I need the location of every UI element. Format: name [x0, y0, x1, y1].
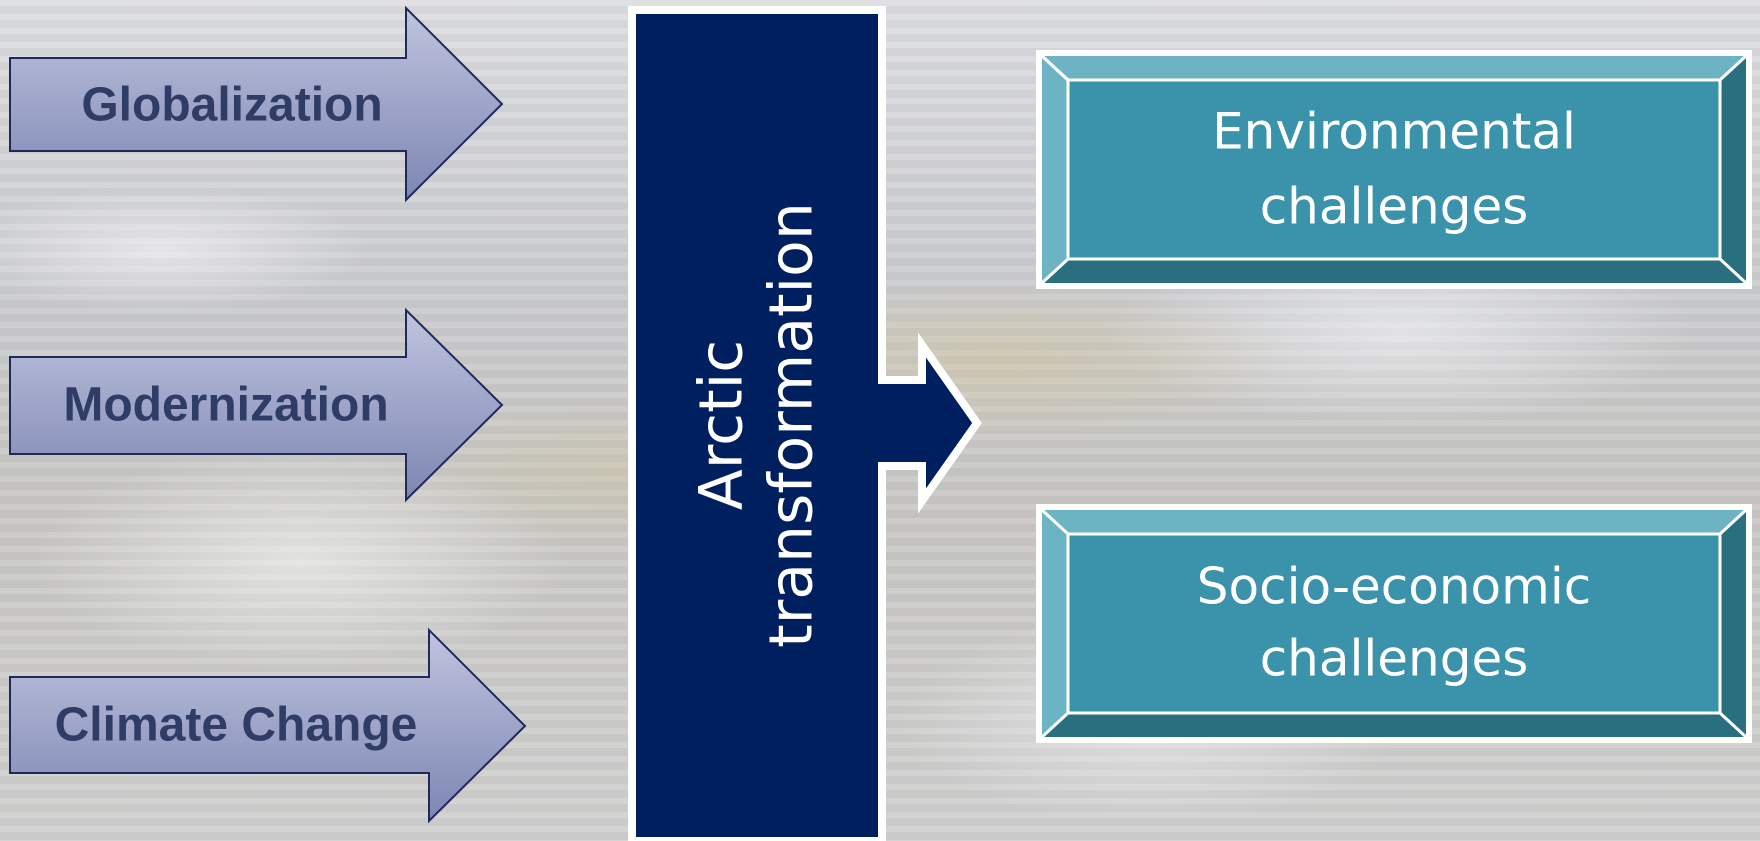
- driver-label-climate-change: Climate Change: [55, 699, 418, 752]
- outcome-socio-economic-line2: challenges: [1260, 630, 1529, 688]
- driver-arrow-climate-change: Climate Change: [9, 627, 527, 824]
- driver-arrow-modernization: Modernization: [9, 307, 504, 503]
- center-title-line1: Arctic: [687, 340, 757, 511]
- driver-label-modernization: Modernization: [63, 379, 388, 432]
- outcome-box-environmental: Environmental challenges: [1036, 50, 1752, 289]
- driver-label-globalization: Globalization: [81, 79, 382, 132]
- center-title-line2: transformation: [757, 202, 827, 648]
- center-arrow-box: Arctic transformation: [628, 6, 982, 841]
- driver-arrow-globalization: Globalization: [9, 5, 504, 203]
- outcome-box-socio-economic: Socio-economic challenges: [1036, 504, 1752, 743]
- outcome-socio-economic-line1: Socio-economic: [1197, 558, 1591, 616]
- outcome-environmental-line1: Environmental: [1212, 103, 1576, 161]
- outcome-environmental-line2: challenges: [1260, 178, 1529, 236]
